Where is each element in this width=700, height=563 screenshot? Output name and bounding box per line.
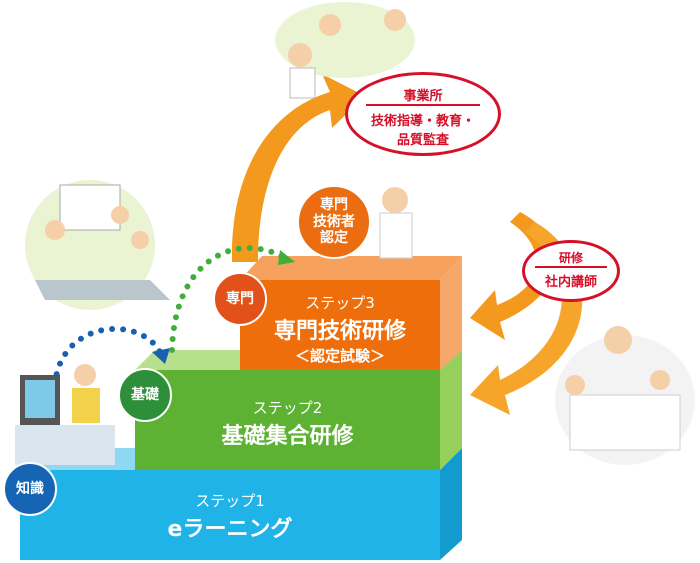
badge-specialist: 専門 <box>213 272 267 326</box>
step2-number: ステップ2 <box>252 399 323 417</box>
step3-subtitle: ＜認定試験＞ <box>294 347 385 365</box>
step1-title: eラーニング <box>167 517 293 542</box>
step1-side-face <box>440 448 462 560</box>
illustration-elearning <box>15 364 115 465</box>
step1-number: ステップ1 <box>195 492 265 510</box>
step3-label: ステップ3 専門技術研修 ＜認定試験＞ <box>240 292 440 366</box>
badge-basic: 基礎 <box>118 368 172 422</box>
illustration-lab-people <box>275 2 415 99</box>
step2-side-face <box>440 350 462 470</box>
step2-label: ステップ2 基礎集合研修 <box>135 397 440 450</box>
step1-block <box>20 470 440 560</box>
arrow-from-training-lower <box>470 222 583 415</box>
dotted-arrow-blue-head <box>152 348 170 364</box>
step3-top-face <box>240 256 462 280</box>
dotted-arrow-blue <box>52 325 163 388</box>
office-oval: 事業所 技術指導・教育・ 品質監査 <box>345 72 501 156</box>
badge-certification: 専門 技術者 認定 <box>297 185 371 259</box>
step2-block <box>135 370 440 470</box>
arrow-from-training-upper <box>470 212 556 340</box>
step2-title: 基礎集合研修 <box>221 424 354 449</box>
training-body: 社内講師 <box>544 275 597 290</box>
step1-label: ステップ1 eラーニング <box>20 490 440 543</box>
illustration-meeting <box>25 180 170 310</box>
step3-side-face <box>440 256 462 370</box>
office-body: 技術指導・教育・ 品質監査 <box>370 114 475 148</box>
arrow-to-office <box>231 74 365 262</box>
dotted-arrow-green-head <box>278 250 295 265</box>
step3-block <box>240 280 440 370</box>
illustration-instructor <box>555 326 695 465</box>
badge-knowledge: 知識 <box>3 462 57 516</box>
step3-title: 専門技術研修 <box>273 319 406 344</box>
illustration-scientist <box>379 187 413 259</box>
training-oval: 研修 社内講師 <box>522 240 620 302</box>
step3-number: ステップ3 <box>305 294 375 312</box>
dotted-arrow-green <box>169 245 288 353</box>
training-title: 研修 <box>535 249 607 268</box>
office-title: 事業所 <box>366 85 480 106</box>
